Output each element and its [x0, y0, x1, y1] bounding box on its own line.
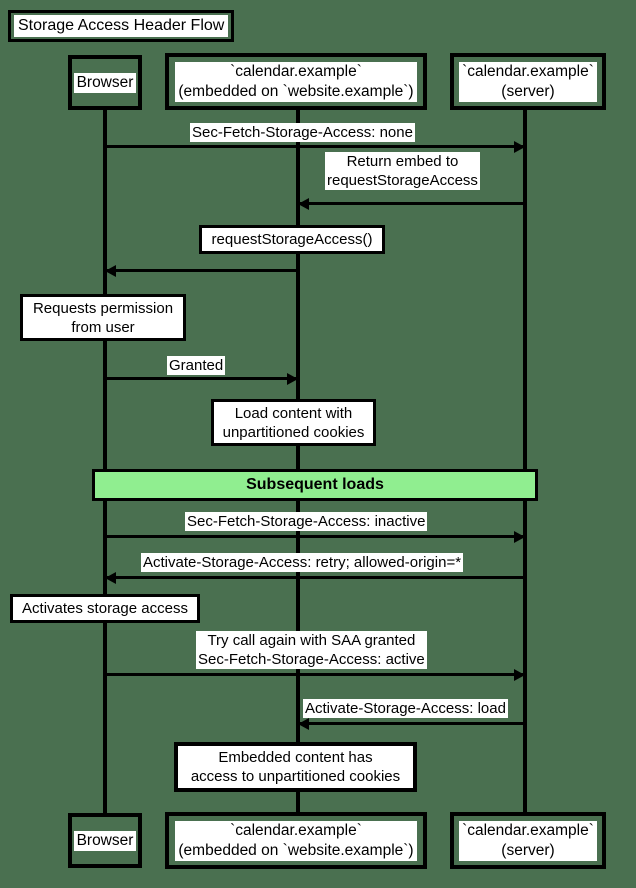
- arrow-head-request-storage-access: [105, 265, 116, 277]
- arrow-head-sec-fetch-inactive: [514, 531, 525, 543]
- diagram-title-label: Storage Access Header Flow: [14, 15, 229, 37]
- lifeline-server: [523, 110, 527, 813]
- participant-browser-top-label: Browser: [73, 72, 137, 93]
- message-label-request-storage-access: requestStorageAccess(): [199, 225, 385, 254]
- participant-browser-bottom[interactable]: Browser: [68, 813, 142, 868]
- arrow-head-sec-fetch-none: [514, 141, 525, 153]
- arrow-head-try-call-again: [514, 669, 525, 681]
- message-line-activate-retry: [105, 576, 525, 579]
- note-load-content: Load content with unpartitioned cookies: [211, 399, 376, 446]
- message-label-sec-fetch-inactive: Sec-Fetch-Storage-Access: inactive: [185, 512, 428, 531]
- diagram-title: Storage Access Header Flow: [8, 10, 235, 42]
- message-line-activate-load: [298, 722, 525, 725]
- note-embedded-content-access: Embedded content has access to unpartiti…: [174, 742, 417, 792]
- message-label-try-call-again: Try call again with SAA granted Sec-Fetc…: [196, 631, 427, 669]
- participant-server-bottom[interactable]: `calendar.example` (server): [450, 812, 606, 869]
- lifeline-embed: [296, 110, 300, 813]
- message-line-granted: [105, 377, 298, 380]
- section-subsequent-loads: Subsequent loads: [92, 469, 538, 501]
- participant-embed-bottom-label: `calendar.example` (embedded on `website…: [175, 820, 417, 861]
- message-label-sec-fetch-none: Sec-Fetch-Storage-Access: none: [190, 123, 415, 142]
- arrow-head-activate-load: [298, 718, 309, 730]
- participant-embed-top[interactable]: `calendar.example` (embedded on `website…: [165, 53, 427, 110]
- message-label-granted: Granted: [167, 356, 226, 375]
- participant-server-bottom-label: `calendar.example` (server): [459, 820, 597, 861]
- message-line-sec-fetch-none: [105, 145, 525, 148]
- message-line-request-storage-access: [105, 269, 298, 272]
- participant-server-top-label: `calendar.example` (server): [459, 61, 597, 102]
- message-label-activate-retry: Activate-Storage-Access: retry; allowed-…: [141, 553, 464, 572]
- message-line-try-call-again: [105, 673, 525, 676]
- message-line-sec-fetch-inactive: [105, 535, 525, 538]
- note-activates-storage-access: Activates storage access: [10, 594, 200, 623]
- lifeline-browser: [103, 110, 107, 813]
- note-requests-permission: Requests permission from user: [20, 294, 186, 341]
- participant-browser-bottom-label: Browser: [73, 830, 137, 851]
- arrow-head-granted: [287, 373, 298, 385]
- participant-embed-top-label: `calendar.example` (embedded on `website…: [175, 61, 417, 102]
- message-label-return-embed: Return embed to requestStorageAccess: [325, 152, 480, 190]
- arrow-head-activate-retry: [105, 572, 116, 584]
- message-label-activate-load: Activate-Storage-Access: load: [303, 699, 508, 718]
- arrow-head-return-embed: [298, 198, 309, 210]
- message-line-return-embed: [298, 202, 525, 205]
- section-subsequent-loads-label: Subsequent loads: [246, 476, 384, 493]
- participant-embed-bottom[interactable]: `calendar.example` (embedded on `website…: [165, 812, 427, 869]
- participant-server-top[interactable]: `calendar.example` (server): [450, 53, 606, 110]
- participant-browser-top[interactable]: Browser: [68, 55, 142, 110]
